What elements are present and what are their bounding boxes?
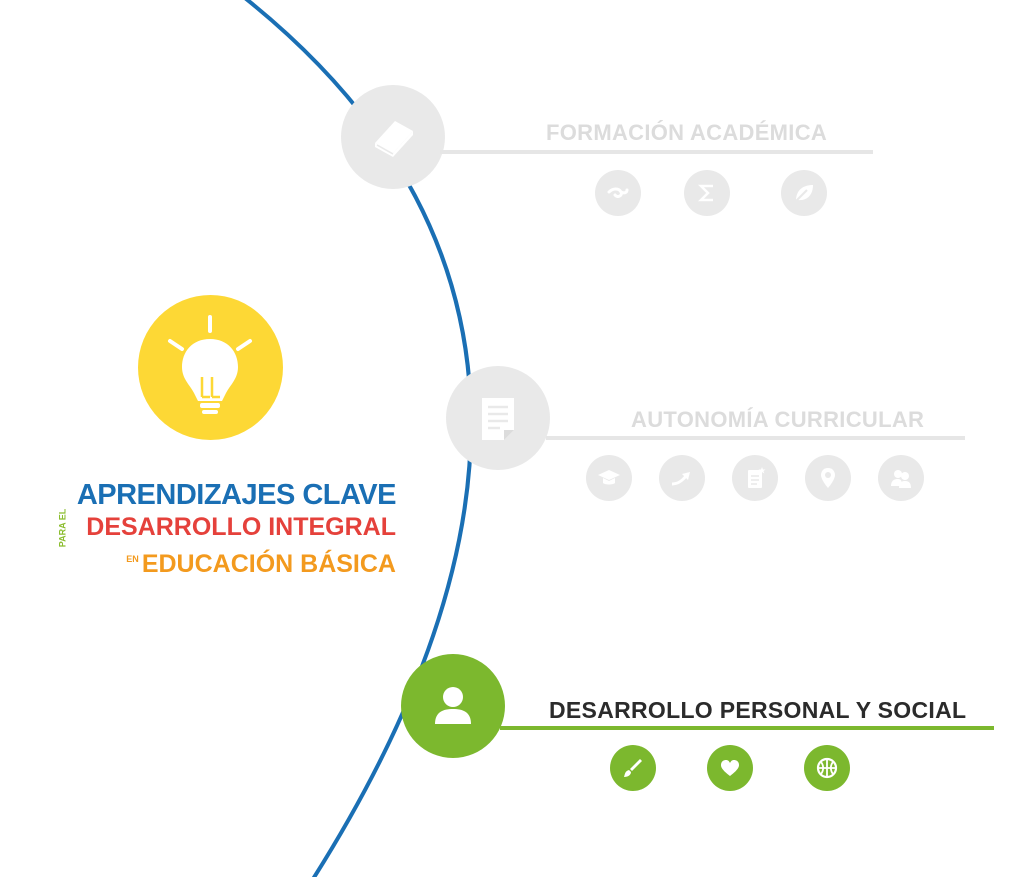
document-icon	[482, 398, 514, 440]
formacion-academica-rule	[440, 150, 873, 154]
sub-icon-map-pin[interactable]	[805, 455, 851, 501]
desarrollo-personal-title: DESARROLLO PERSONAL Y SOCIAL	[549, 697, 967, 723]
sub-icon-sigma[interactable]	[684, 170, 730, 216]
prefix-para: PARA	[57, 523, 68, 548]
sub-icon-leaf[interactable]	[781, 170, 827, 216]
sub-icon-graduation[interactable]	[586, 455, 632, 501]
people-icon	[891, 470, 911, 488]
brand-line-1: APRENDIZAJES CLAVE	[76, 479, 397, 511]
brand-line-2-text: DESARROLLO INTEGRAL	[86, 513, 396, 541]
graduation-cap-icon	[598, 470, 620, 485]
map-pin-icon	[821, 468, 835, 488]
autonomia-curricular-rule	[546, 436, 965, 440]
brand-line-2-prefix: PARA EL	[47, 509, 77, 548]
desarrollo-personal-rule	[500, 726, 994, 730]
formacion-academica-title: FORMACIÓN ACADÉMICA	[546, 120, 828, 145]
autonomia-curricular-node[interactable]	[446, 366, 550, 470]
brand-line-3-text: EDUCACIÓN BÁSICA	[141, 550, 396, 579]
language-icon	[607, 187, 629, 198]
sub-icon-basketball[interactable]	[804, 745, 850, 791]
autonomia-curricular-title: AUTONOMÍA CURRICULAR	[631, 407, 925, 432]
brand-line-2: PARA EL DESARROLLO INTEGRAL	[43, 509, 396, 548]
book-icon	[375, 121, 413, 157]
desarrollo-personal-node[interactable]	[401, 654, 505, 758]
trend-arrow-icon	[671, 472, 690, 486]
prefix-el: EL	[57, 509, 68, 521]
paintbrush-icon	[624, 759, 642, 777]
sub-icon-language[interactable]	[595, 170, 641, 216]
lightbulb-badge	[138, 295, 283, 440]
sub-icon-paintbrush[interactable]	[610, 745, 656, 791]
sub-icon-trend[interactable]	[659, 455, 705, 501]
person-icon	[435, 687, 471, 724]
brand-line-3-prefix: EN	[126, 554, 139, 565]
sub-icon-heart[interactable]	[707, 745, 753, 791]
notepad-star-icon	[748, 467, 766, 488]
sigma-icon	[697, 184, 713, 202]
lightbulb-icon	[168, 315, 252, 414]
leaf-icon	[795, 185, 813, 202]
heart-icon	[721, 760, 739, 776]
formacion-academica-node[interactable]	[341, 85, 445, 189]
brand-title: APRENDIZAJES CLAVE PARA EL DESARROLLO IN…	[43, 478, 396, 580]
sub-icon-people[interactable]	[878, 455, 924, 501]
basketball-icon	[816, 757, 838, 779]
sub-icon-notepad[interactable]	[732, 455, 778, 501]
